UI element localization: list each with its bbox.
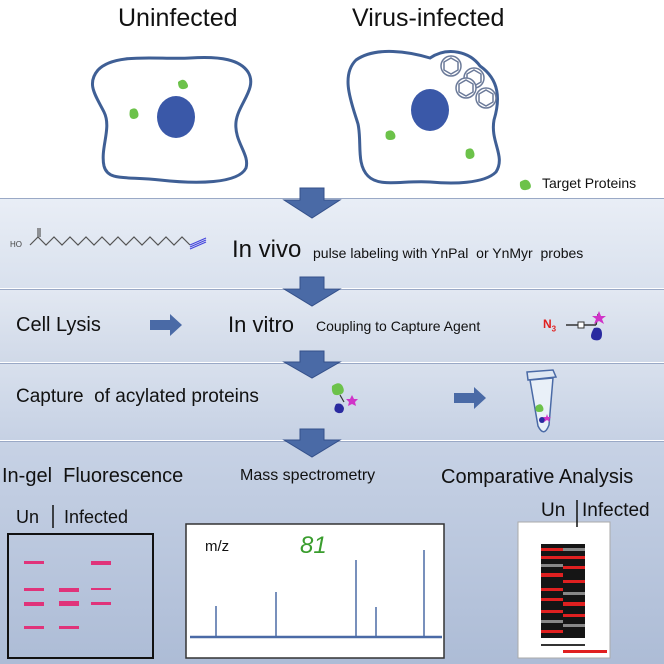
biotin-icon bbox=[591, 327, 602, 341]
nucleus bbox=[411, 89, 449, 131]
star-icon bbox=[592, 311, 606, 324]
target-proteins-legend: Target Proteins bbox=[542, 175, 637, 191]
molecule-ho-label: HO bbox=[10, 240, 22, 249]
ms-peaks bbox=[215, 550, 425, 636]
protein-icon bbox=[385, 130, 396, 140]
azide-n: N bbox=[543, 317, 552, 331]
uninfected-label: Uninfected bbox=[118, 4, 238, 32]
protein-icon bbox=[465, 148, 475, 159]
capture-label: Capture of acylated proteins bbox=[16, 386, 259, 407]
step2-band bbox=[0, 290, 664, 362]
biotin-icon bbox=[334, 403, 344, 414]
in-vitro-description: Coupling to Capture Agent bbox=[316, 318, 481, 334]
heatmap-un-label: Un bbox=[541, 500, 566, 521]
gel-bands bbox=[24, 561, 111, 629]
gel-box bbox=[7, 533, 154, 659]
arrow-right-icon bbox=[150, 314, 486, 409]
tube-icon bbox=[526, 369, 558, 433]
in-vivo-description: pulse labeling with YnPal or YnMyr probe… bbox=[313, 245, 584, 261]
azide-subscript: 3 bbox=[551, 324, 557, 334]
star-icon bbox=[346, 395, 358, 406]
heatmap-infected-label: Infected bbox=[582, 500, 650, 521]
step1-band bbox=[0, 198, 664, 288]
fatty-acid-molecule bbox=[29, 236, 191, 246]
infected-label: Virus-infected bbox=[352, 4, 505, 32]
in-vitro-label: In vitro bbox=[228, 312, 295, 337]
nucleus bbox=[157, 96, 195, 138]
comparative-label: Comparative Analysis bbox=[441, 466, 634, 488]
protein-icon bbox=[178, 79, 188, 90]
faint-overlay-text: Target Pro bbox=[252, 88, 331, 107]
fluorescence-label: In-gel Fluorescence bbox=[2, 465, 184, 487]
azide-label: N3 bbox=[543, 317, 556, 333]
ms-axis-label: m/z bbox=[205, 538, 230, 555]
divider bbox=[0, 198, 664, 199]
virus-icon bbox=[440, 55, 497, 109]
protein-icon bbox=[331, 383, 344, 396]
protein-icon bbox=[129, 108, 139, 119]
in-vivo-label: In vivo bbox=[232, 236, 302, 263]
heatmap-cells bbox=[541, 544, 607, 653]
mass-spec-box bbox=[185, 523, 445, 659]
cell-lysis-label: Cell Lysis bbox=[16, 314, 101, 336]
ms-handwritten-note: 81 bbox=[300, 532, 327, 559]
mass-spec-label: Mass spectrometry bbox=[240, 467, 376, 484]
protein-icon bbox=[519, 179, 531, 191]
gel-infected-label: Infected bbox=[64, 507, 129, 527]
arrow-down-icon bbox=[282, 187, 342, 458]
gel-un-label: Un bbox=[16, 507, 40, 527]
